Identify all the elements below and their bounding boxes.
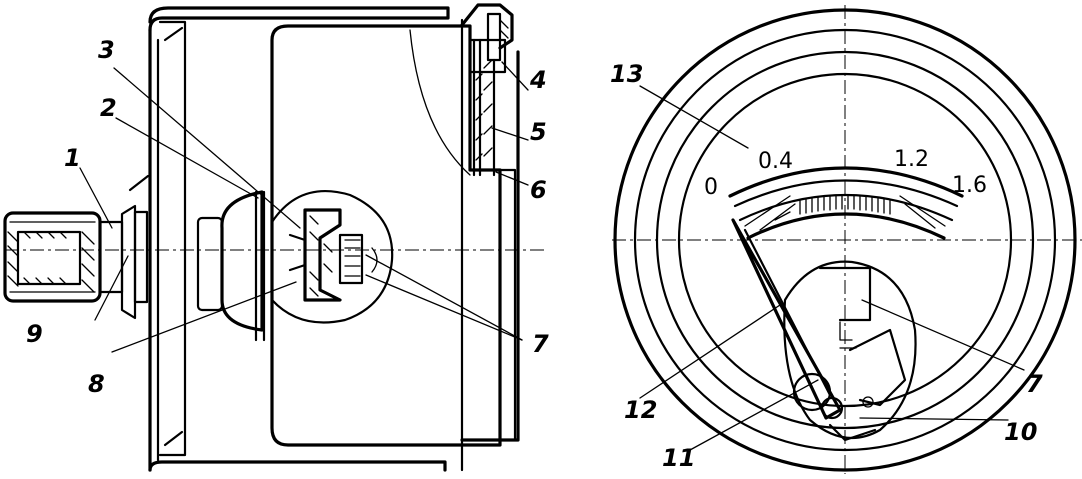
- callout-3: 3: [98, 36, 115, 64]
- side-section-view: [3, 3, 545, 472]
- dial-face: [677, 72, 1013, 408]
- bezel-glass-assembly: [409, 3, 514, 177]
- housing: [148, 6, 520, 472]
- callout-9: 9: [26, 320, 43, 348]
- dial-rim: [655, 50, 1035, 430]
- scale-label-1-6: 1.6: [952, 173, 987, 198]
- front-view-leaders: [639, 85, 1025, 451]
- scale-label-0: 0: [704, 175, 718, 200]
- pressure-scale: [728, 166, 964, 240]
- callout-12: 12: [624, 396, 657, 424]
- scale-label-1-2: 1.2: [894, 147, 929, 172]
- callouts: 1 2 3 4 5 6 7 8 9 10 11 12 13 7: [26, 36, 1043, 472]
- union-nut: [3, 211, 102, 303]
- callout-7-front: 7: [1026, 370, 1043, 398]
- callout-1: 1: [64, 144, 81, 172]
- diaphragm-mechanism: [196, 190, 394, 342]
- scale-label-0-4: 0.4: [758, 149, 793, 174]
- callout-2: 2: [100, 94, 117, 122]
- callout-5: 5: [530, 118, 547, 146]
- callout-10: 10: [1004, 418, 1037, 446]
- pointer: [731, 218, 842, 420]
- callout-7-side: 7: [532, 330, 549, 358]
- movement-cutout: [783, 260, 917, 442]
- outer-bezel-ring: [613, 8, 1077, 472]
- pivot-gear: [792, 372, 832, 412]
- callout-11: 11: [662, 444, 695, 472]
- callout-8: 8: [88, 370, 105, 398]
- side-view-leaders: [79, 61, 529, 353]
- callout-4: 4: [529, 66, 547, 94]
- threaded-nipple: [98, 174, 150, 320]
- callout-13: 13: [610, 60, 643, 88]
- bezel-inner-ring: [633, 28, 1057, 452]
- callout-6: 6: [530, 176, 547, 204]
- scale-labels: 0 0.4 1.2 1.6: [704, 147, 987, 200]
- front-dial-view: [612, 5, 1082, 474]
